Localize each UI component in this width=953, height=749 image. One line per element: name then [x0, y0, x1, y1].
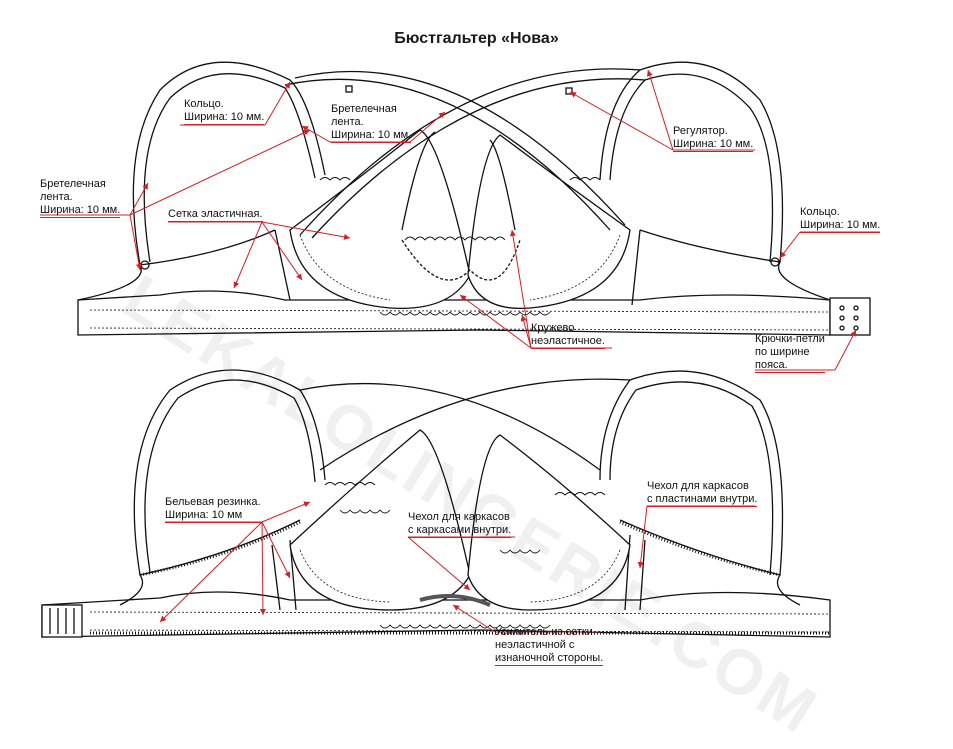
page-title: Бюстгальтер «Нова»	[394, 30, 559, 47]
left-cup	[289, 129, 471, 310]
right-cup-back	[467, 434, 631, 611]
label-ring-left: Кольцо.Ширина: 10 мм.	[184, 98, 265, 125]
right-cup	[467, 134, 631, 310]
label-ring-right: Кольцо.Ширина: 10 мм.	[800, 206, 881, 233]
label-regulator: Регулятор.Ширина: 10 мм.	[673, 125, 754, 152]
bra-back-view	[41, 369, 831, 638]
left-strap	[132, 61, 326, 266]
technical-drawing	[40, 61, 880, 638]
hook-eye-closure	[829, 297, 871, 336]
bra-front-view	[77, 61, 871, 336]
band-back	[41, 591, 831, 638]
label-mesh: Сетка эластичная.	[168, 208, 263, 222]
right-strap	[599, 61, 784, 263]
label-elastic: Бельевая резинка.Ширина: 10 мм	[165, 496, 261, 523]
band-front	[77, 290, 831, 336]
left-cup-back	[289, 429, 471, 611]
hook-tape	[41, 604, 83, 638]
